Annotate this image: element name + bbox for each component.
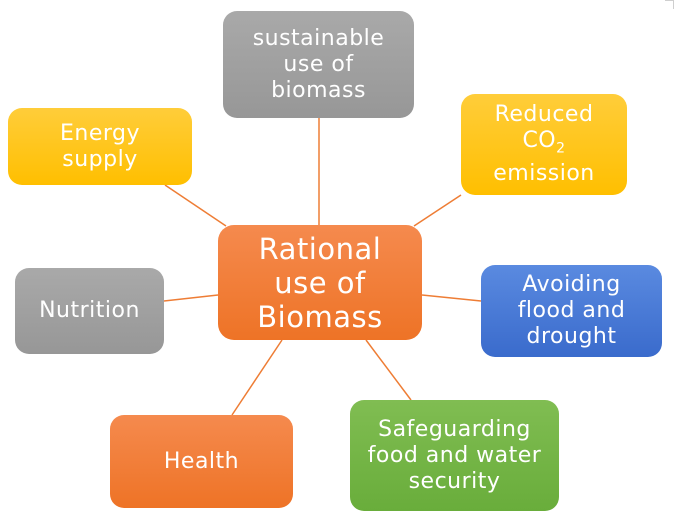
- co2-line-formula: CO2: [522, 128, 565, 161]
- co2-symbol: CO: [522, 127, 557, 153]
- connector-food: [365, 339, 412, 401]
- node-sustainable-use: sustainable use of biomass: [223, 11, 414, 118]
- connector-flood: [421, 294, 482, 302]
- connector-energy: [164, 184, 227, 227]
- node-avoiding-flood: Avoiding flood and drought: [481, 265, 662, 357]
- node-nutrition: Nutrition: [15, 268, 164, 354]
- node-health: Health: [110, 415, 293, 508]
- node-energy-supply: Energy supply: [8, 108, 192, 185]
- node-safeguarding-food: Safeguarding food and water security: [350, 400, 559, 511]
- co2-line-reduced: Reduced: [494, 101, 594, 127]
- co2-line-emission: emission: [493, 161, 595, 187]
- connector-health: [231, 339, 283, 416]
- connector-co2: [413, 194, 462, 227]
- node-reduced-co2: Reduced CO2 emission: [461, 94, 627, 195]
- co2-subscript: 2: [556, 140, 566, 157]
- connector-nutrition: [163, 294, 219, 302]
- center-node-rational-use: Rational use of Biomass: [218, 225, 422, 340]
- corner-mark: [665, 0, 674, 9]
